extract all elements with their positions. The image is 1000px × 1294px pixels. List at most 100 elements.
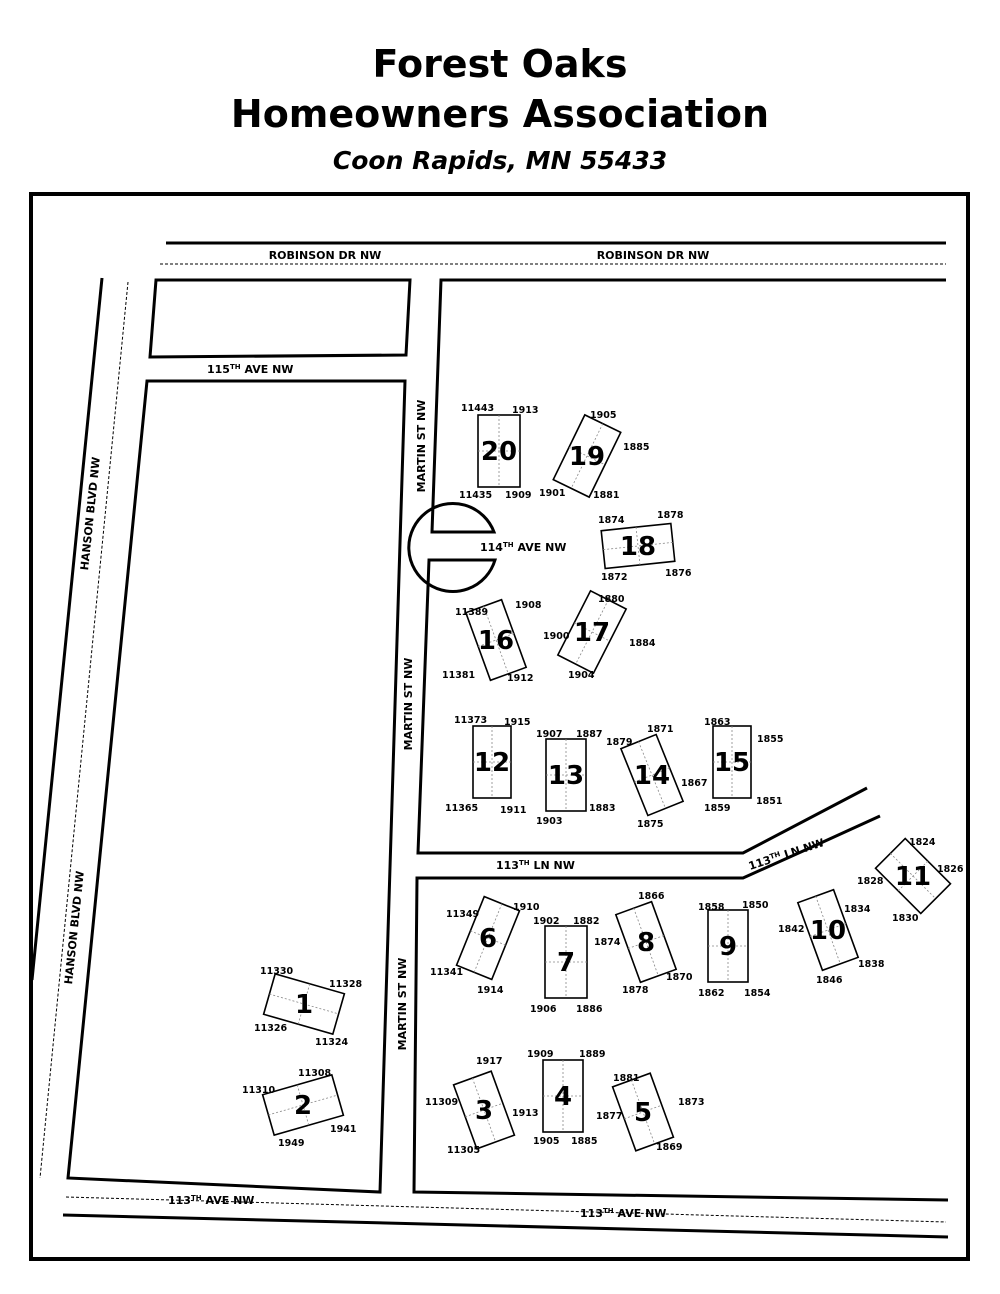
building-number: 10 <box>810 916 846 946</box>
label-113th-ave-left: 113TH AVE NW <box>168 1194 254 1207</box>
unit-address: 11381 <box>442 670 475 681</box>
ave113-curb <box>62 1213 949 1239</box>
unit-address: 1877 <box>596 1111 622 1122</box>
label-robinson-dr-left: ROBINSON DR NW <box>269 249 382 262</box>
unit-address: 11365 <box>445 803 478 814</box>
building-number: 17 <box>574 618 610 648</box>
unit-address: 1949 <box>278 1138 304 1149</box>
unit-address: 11435 <box>459 490 492 501</box>
unit-divider <box>638 741 666 809</box>
unit-divider <box>483 606 509 674</box>
unit-address: 1873 <box>678 1097 704 1108</box>
unit-address: 1870 <box>666 972 693 983</box>
unit-divider <box>815 896 841 964</box>
building-number: 9 <box>719 932 737 962</box>
unit-address: 1872 <box>601 572 627 583</box>
unit-address: 1906 <box>530 1004 557 1015</box>
unit-address: 1889 <box>579 1049 605 1060</box>
unit-divider <box>897 860 929 892</box>
building-20: 20 11443 1913 11435 1909 <box>459 403 538 501</box>
unit-address: 1878 <box>622 985 649 996</box>
unit-address: 11373 <box>454 715 487 726</box>
unit-address: 1914 <box>477 985 504 996</box>
unit-address: 1876 <box>665 568 692 579</box>
unit-address: 1913 <box>512 405 538 416</box>
unit-address: 1855 <box>757 734 783 745</box>
map-frame <box>29 192 970 1261</box>
unit-address: 11309 <box>425 1097 458 1108</box>
unit-address: 1917 <box>476 1056 502 1067</box>
building-number: 2 <box>294 1091 312 1121</box>
building-number: 20 <box>481 437 517 467</box>
label-114th-ave: 114TH AVE NW <box>480 541 566 554</box>
unit-address: 1911 <box>500 805 526 816</box>
unit-address: 1874 <box>594 937 621 948</box>
building-number: 7 <box>557 948 575 978</box>
unit-address: 11305 <box>447 1145 480 1156</box>
building-number: 14 <box>634 761 670 791</box>
unit-divider <box>573 622 611 642</box>
unit-address: 1901 <box>539 488 565 499</box>
label-robinson-dr-right: ROBINSON DR NW <box>597 249 710 262</box>
block-southeast <box>412 814 949 1202</box>
building-number: 8 <box>637 928 655 958</box>
unit-address: 1904 <box>568 670 595 681</box>
building-number: 4 <box>554 1082 572 1112</box>
label-hanson-blvd-bottom: HANSON BLVD NW <box>62 870 87 985</box>
building-number: 5 <box>634 1098 652 1128</box>
unit-divider <box>633 908 659 976</box>
unit-address: 1883 <box>589 803 615 814</box>
unit-address: 1850 <box>742 900 769 911</box>
unit-address: 1866 <box>638 891 665 902</box>
unit-address: 1842 <box>778 924 804 935</box>
unit-address: 1884 <box>629 638 656 649</box>
unit-address: 1905 <box>533 1136 559 1147</box>
unit-address: 11349 <box>446 909 479 920</box>
building-number: 15 <box>714 748 750 778</box>
unit-address: 1941 <box>330 1124 356 1135</box>
label-113th-ave-right: 113TH AVE NW <box>580 1207 666 1220</box>
title-forest-oaks: Forest Oaks <box>372 42 628 86</box>
unit-address: 1912 <box>507 673 533 684</box>
label-martin-st-bottom: MARTIN ST NW <box>396 958 409 1051</box>
unit-address: 1834 <box>844 904 871 915</box>
unit-address: 1874 <box>598 515 625 526</box>
unit-address: 11443 <box>461 403 494 414</box>
unit-address: 1878 <box>657 510 684 521</box>
unit-address: 1862 <box>698 988 724 999</box>
unit-address: 1830 <box>892 913 919 924</box>
unit-address: 1909 <box>505 490 531 501</box>
building-8: 8 1866 1874 1870 1878 <box>594 891 693 996</box>
ave113-centerline <box>65 1196 947 1223</box>
unit-divider <box>269 993 339 1015</box>
building-number: 18 <box>620 532 656 562</box>
unit-address: 1913 <box>512 1108 538 1119</box>
unit-address: 1863 <box>704 717 730 728</box>
block-north <box>148 278 412 359</box>
label-113th-ln-curve: 113TH LN NW <box>747 836 826 873</box>
building-number: 19 <box>569 442 605 472</box>
subtitle-location: Coon Rapids, MN 55433 <box>332 146 668 175</box>
buildings-layer: 1113301132811326113242113081131019491941… <box>242 403 964 1156</box>
unit-address: 1838 <box>858 959 885 970</box>
unit-address: 1915 <box>504 717 530 728</box>
unit-address: 1909 <box>527 1049 553 1060</box>
unit-address: 1828 <box>857 876 884 887</box>
unit-address: 11326 <box>254 1023 287 1034</box>
building-number: 12 <box>474 748 510 778</box>
unit-address: 11310 <box>242 1085 275 1096</box>
unit-address: 1902 <box>533 916 559 927</box>
